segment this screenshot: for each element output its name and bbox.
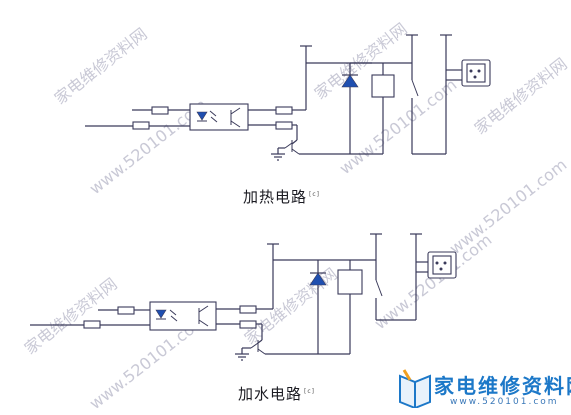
pullup-resistor	[117, 306, 135, 315]
relay-coil	[337, 269, 363, 295]
logo-subtitle: www.520101.com	[450, 397, 559, 407]
watermark-url: www.520101.com	[371, 230, 496, 333]
watermark-text: 家电维修资料网	[21, 274, 121, 358]
output-resistor	[239, 305, 257, 314]
input-resistor	[132, 121, 150, 130]
watermark-text: 家电维修资料网	[311, 19, 411, 103]
watermark-url: www.520101.com	[336, 75, 461, 178]
water-circuit	[30, 233, 457, 361]
base-resistor	[275, 121, 293, 130]
opto-led-icon	[196, 111, 208, 121]
caption-marker: [c]	[304, 388, 315, 395]
watermark-url: www.520101.com	[446, 155, 571, 258]
flyback-diode-icon	[309, 272, 327, 286]
caption-text: 加热电路	[243, 188, 308, 206]
base-resistor	[239, 320, 257, 329]
heating-circuit	[85, 34, 491, 161]
output-resistor	[275, 106, 293, 115]
heating-circuit-caption: 加热电路[c]	[243, 186, 320, 207]
watermark-text: 家电维修资料网	[51, 24, 151, 108]
flyback-diode-icon	[341, 74, 359, 88]
caption-marker: [c]	[309, 191, 320, 198]
pullup-resistor	[151, 106, 169, 115]
input-resistor	[83, 320, 101, 329]
site-logo: 家电维修资料网 www.520101.com	[396, 366, 571, 412]
opto-led-icon	[155, 309, 167, 319]
open-book-icon	[399, 369, 431, 408]
caption-text: 加水电路	[238, 385, 303, 403]
logo-title: 家电维修资料网	[434, 374, 571, 398]
water-circuit-caption: 加水电路[c]	[238, 383, 315, 404]
relay-coil	[371, 74, 395, 98]
